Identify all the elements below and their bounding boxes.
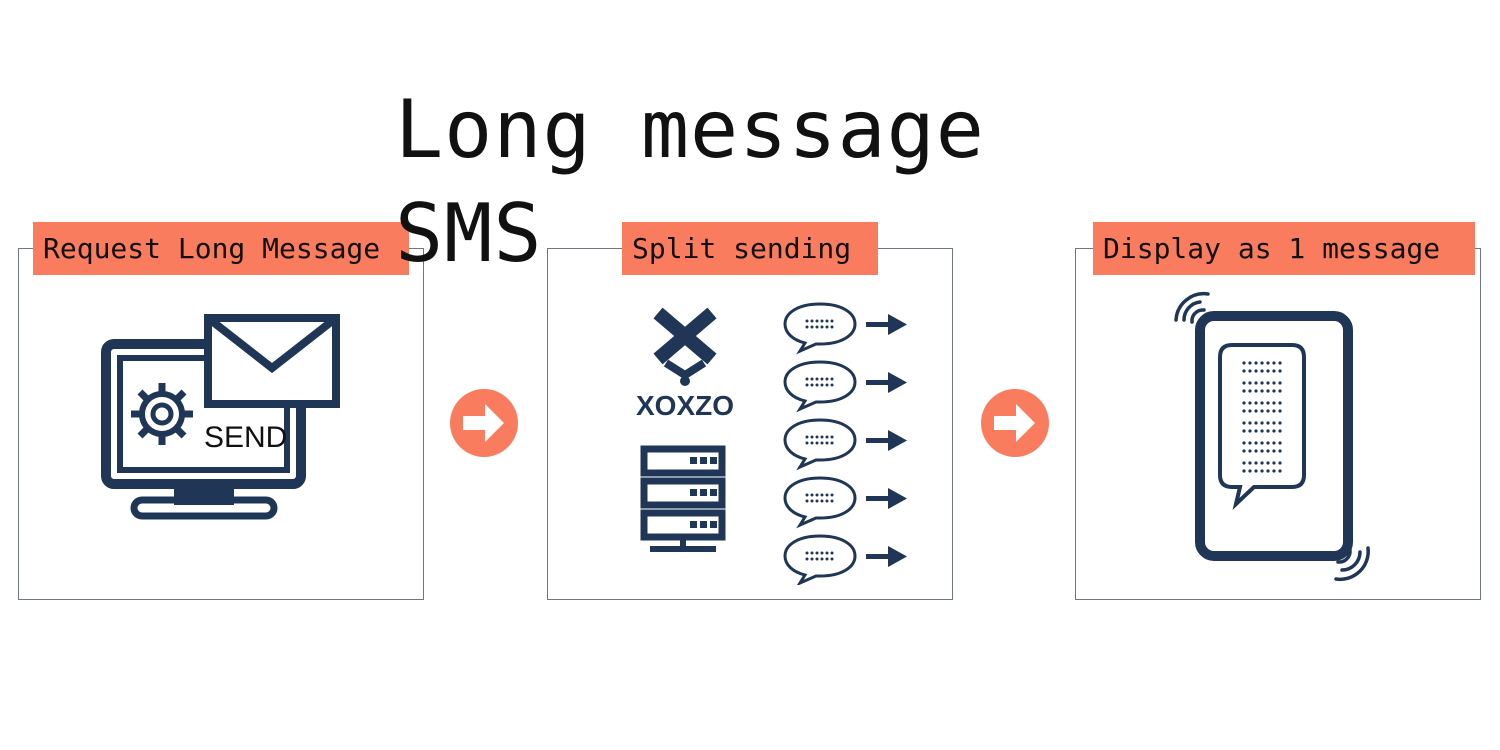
arrow-right-icon [450,389,518,457]
xoxzo-logo: XOXZO [636,307,734,420]
arrow-right-icon [981,389,1049,457]
brand-text: XOXZO [636,390,734,420]
gear-icon [131,383,193,445]
diagram-title: Long message SMS [395,83,985,280]
computer-send-icon: SEND [101,314,340,520]
split-messages-icon [783,302,909,585]
step-display-label: Display as 1 message [1093,222,1475,275]
step-request-label: Request Long Message [33,222,409,275]
step-split-panel [547,248,953,600]
step-split-label: Split sending [622,222,878,275]
send-text: SEND [204,421,287,454]
smartphone-message-icon [1174,291,1370,582]
step-request-panel [18,248,424,600]
server-icon [640,445,726,552]
